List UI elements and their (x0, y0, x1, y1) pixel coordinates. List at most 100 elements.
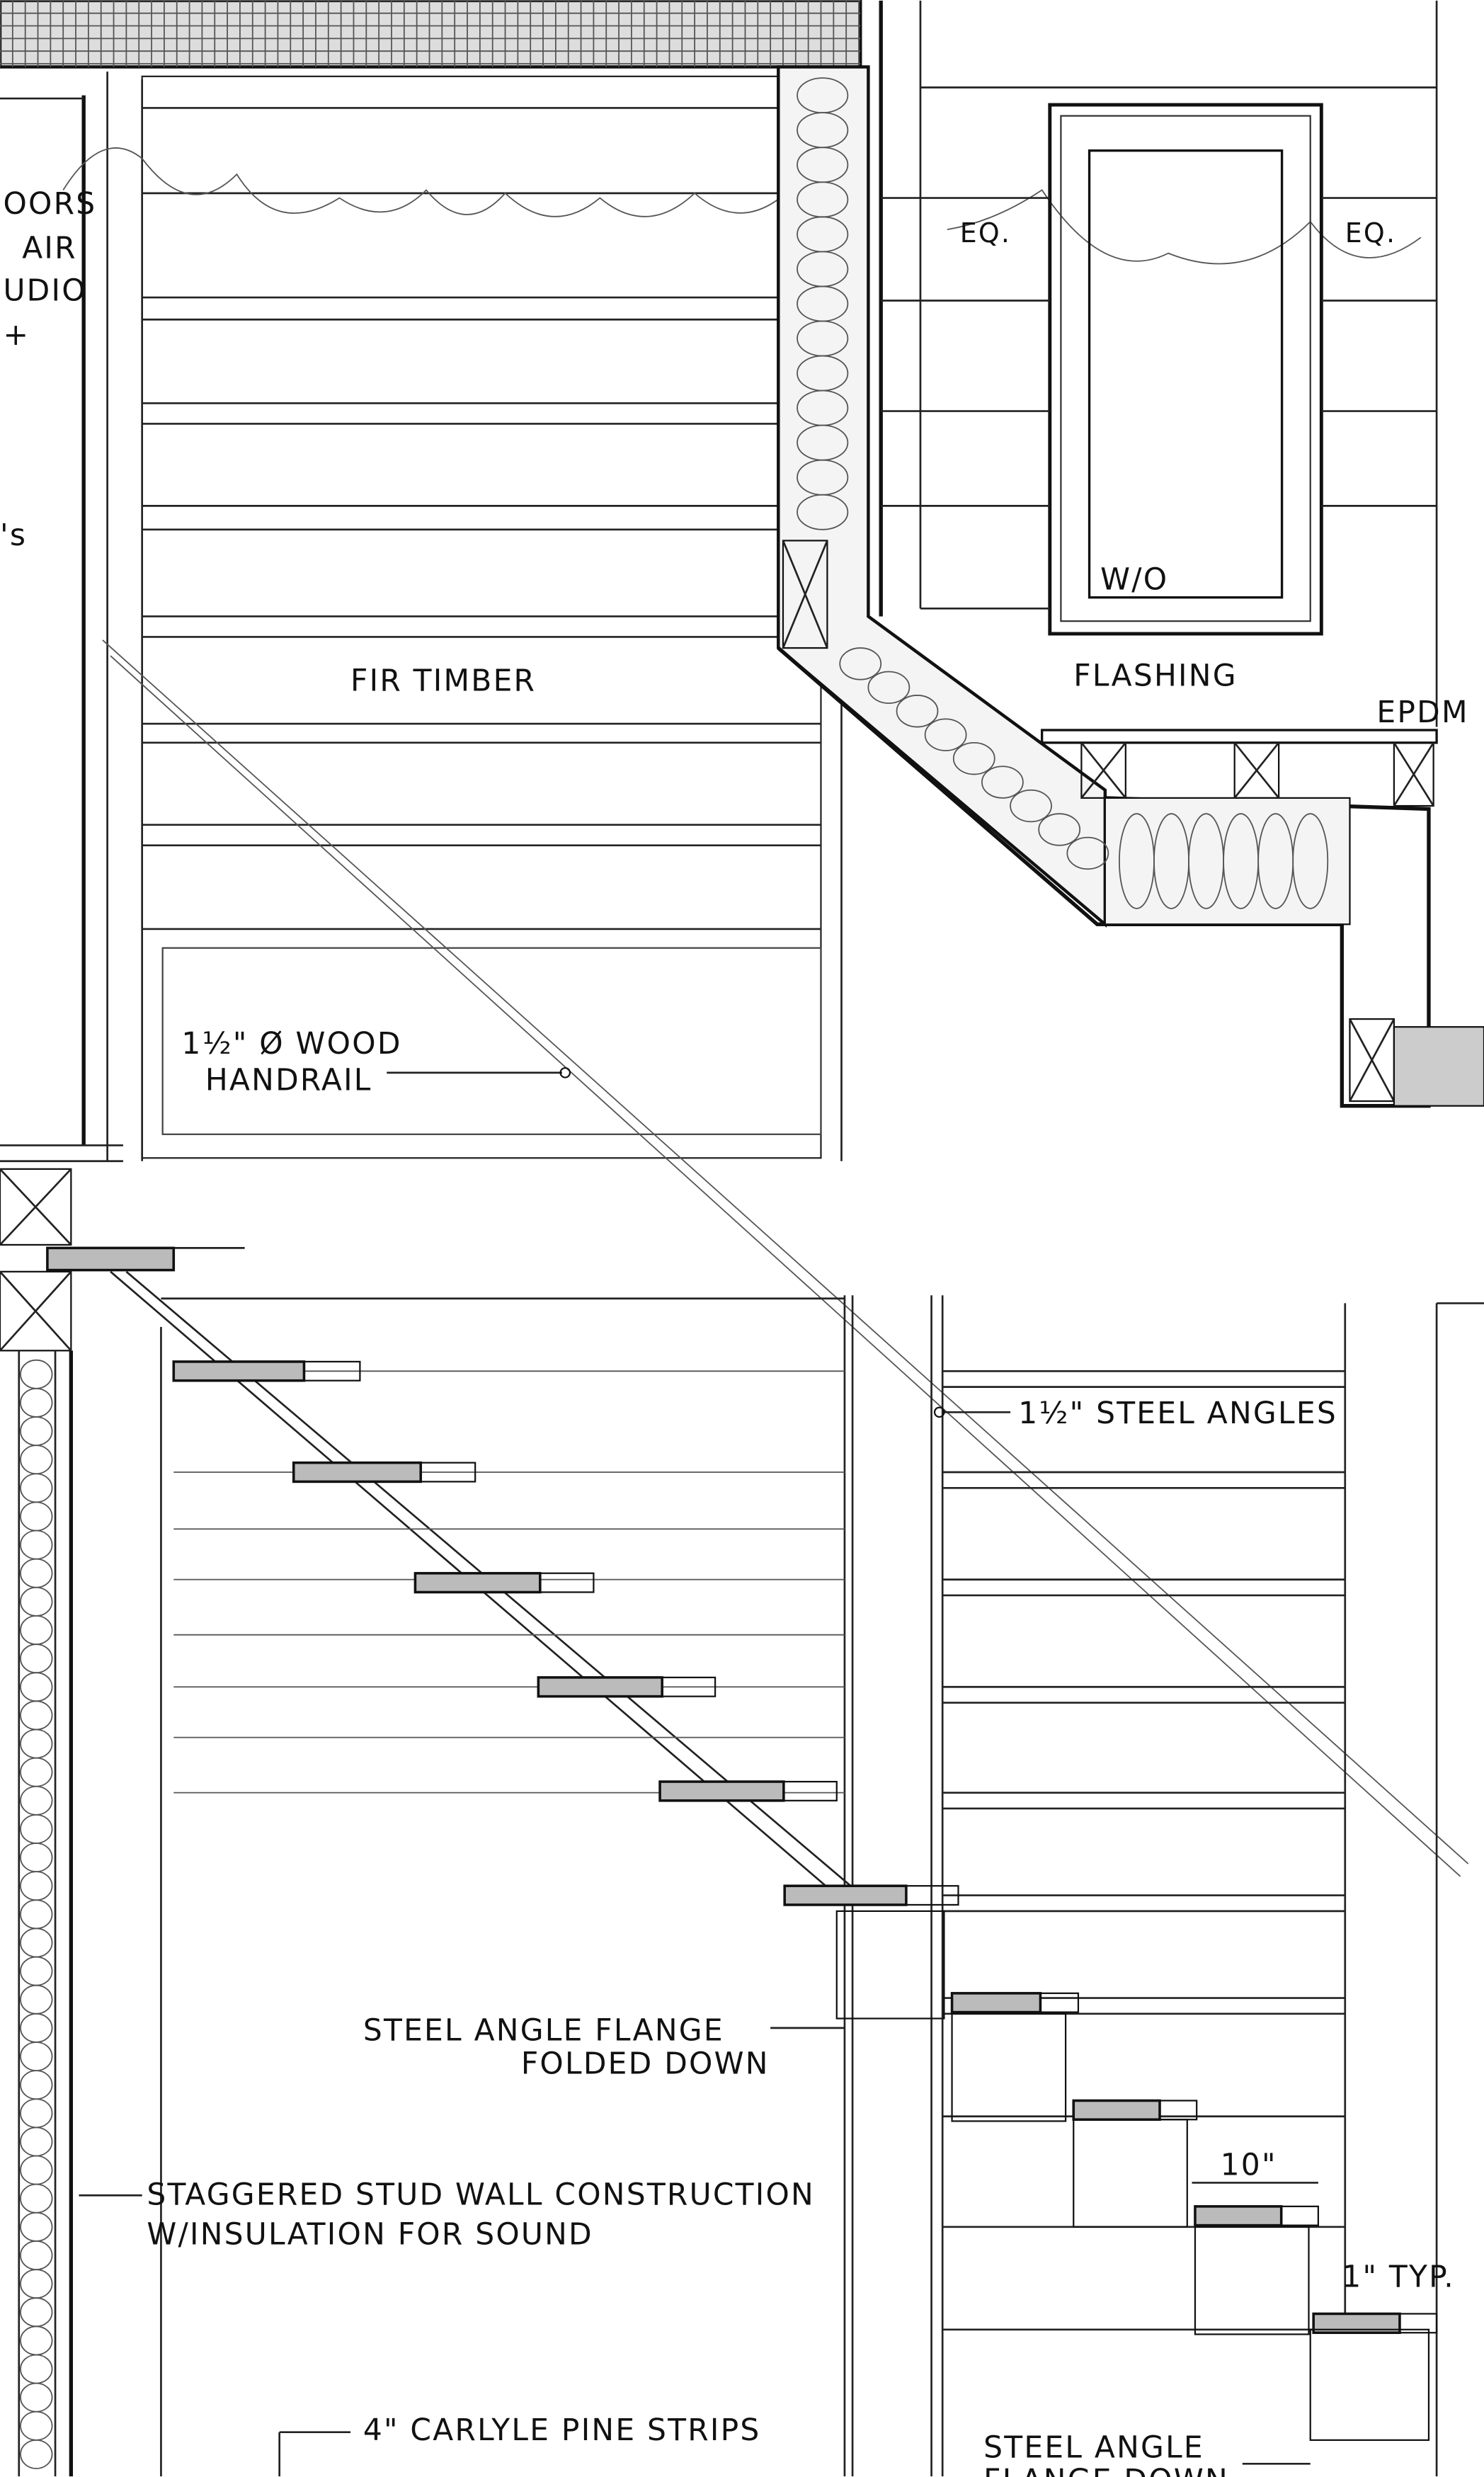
stair-section (46, 1246, 1484, 2477)
insulation-loop (896, 695, 939, 728)
steel-angle (539, 1572, 595, 1593)
stair-tread (950, 1992, 1042, 2014)
handrail (102, 639, 1469, 1877)
insulation-loop (20, 2269, 53, 2299)
insulation-loop (20, 1359, 53, 1389)
left-note-line-2: AIR (22, 230, 77, 265)
insulation-loop (20, 2042, 53, 2071)
fir-timber-panel (141, 75, 843, 1161)
insulation-loop (797, 494, 849, 530)
stair-tread (658, 1780, 785, 1802)
steel-angle (1398, 2313, 1438, 2334)
insulation-scallop-line (62, 147, 1422, 265)
insulation-loop (20, 1813, 53, 1844)
steel-angle (420, 1462, 476, 1483)
insulation-loop (1010, 789, 1052, 823)
stair-tread (783, 1884, 908, 1906)
insulation-loop (20, 1956, 53, 1986)
insulation-loop (20, 1757, 53, 1787)
insulation-loop (20, 1700, 53, 1731)
insulation-loop (20, 1558, 53, 1588)
insulation-loop (20, 2211, 53, 2242)
insulation-loop (1292, 813, 1329, 909)
insulation-loop (20, 1927, 53, 1958)
insulated-wall (20, 65, 1484, 2469)
insulation-loop (20, 2297, 53, 2328)
insulation-loop (20, 1387, 53, 1418)
stair-tread (292, 1461, 423, 1484)
flange-folded-label-line-1: STEEL ANGLE FLANGE (363, 2013, 724, 2048)
insulation-loop (20, 2098, 53, 2129)
stud-wall-label-line-2: W/INSULATION FOR SOUND (147, 2216, 593, 2251)
insulation-loop (20, 2325, 53, 2356)
eq-right-label: EQ. (1345, 217, 1397, 249)
insulation-loop (20, 2183, 53, 2214)
stair-tread (537, 1676, 663, 1698)
flange-down-label-line-2: FLANGE DOWN (983, 2463, 1229, 2477)
flashing-label: FLASHING (1073, 659, 1238, 693)
left-note-line-1: OORS (3, 186, 96, 221)
left-wall (0, 72, 162, 2477)
stair-tread (1194, 2205, 1283, 2227)
pine-strips-label: 4" CARLYLE PINE STRIPS (363, 2413, 761, 2447)
insulation-loop (20, 1530, 53, 1560)
stud-wall-label-line-1: STAGGERED STUD WALL CONSTRUCTION (147, 2177, 815, 2212)
left-note-line-3: UDIO (3, 273, 86, 308)
insulation-loop (20, 1871, 53, 1901)
insulation-loop (952, 741, 995, 775)
stair-tread (1072, 2099, 1161, 2122)
eq-left-label: EQ. (960, 217, 1011, 249)
flange-folded-label-line-2: FOLDED DOWN (521, 2046, 770, 2081)
typical-dimension: 1" TYP. (1342, 2260, 1455, 2294)
steel-angle (303, 1360, 361, 1382)
steel-angle (905, 1885, 959, 1906)
handrail-label-line-2: HANDRAIL (205, 1062, 372, 1097)
insulation-loop (20, 1615, 53, 1645)
insulation-loop (20, 1445, 53, 1475)
fir-timber-label: FIR TIMBER (350, 663, 536, 697)
insulation-loop (20, 1416, 53, 1446)
tread-depth-dimension: 10" (1221, 2147, 1277, 2182)
window-tag: W/O (1100, 562, 1168, 597)
insulation-loop (20, 2155, 53, 2185)
insulation-loop (1066, 836, 1109, 870)
insulation-loop (20, 2382, 53, 2413)
steel-angle (1039, 1992, 1080, 2013)
steel-angles-label: 1½" STEEL ANGLES (1018, 1396, 1337, 1430)
insulation-loop (20, 1843, 53, 1873)
steel-angle (661, 1676, 717, 1697)
steel-angle (1280, 2205, 1319, 2226)
insulation-loop (20, 1785, 53, 1816)
epdm-label: EPDM (1376, 695, 1468, 729)
insulation-loop (20, 1729, 53, 1759)
insulation-loop (20, 2354, 53, 2384)
insulation-loop (839, 647, 882, 681)
insulation-loop (981, 765, 1024, 799)
left-note-line-4: + (3, 317, 30, 352)
insulation-loop (1038, 813, 1081, 846)
window-opening (879, 0, 1438, 727)
stair-tread (172, 1360, 306, 1382)
left-note-line-5: 's (0, 518, 27, 552)
stair-tread (413, 1571, 542, 1594)
insulation-loop (20, 2070, 53, 2100)
insulation-loop (924, 718, 967, 751)
insulation-loop (20, 2439, 53, 2469)
insulation-loop (20, 1644, 53, 1674)
insulation-loop (20, 1984, 53, 2015)
handrail-label-line-1: 1½" Ø WOOD (181, 1026, 401, 1061)
flange-down-label-line-1: STEEL ANGLE (983, 2430, 1204, 2464)
top-hatched-beam (0, 0, 862, 69)
insulation-loop (867, 671, 911, 704)
insulation-loop (20, 2126, 53, 2157)
insulation-loop (20, 1473, 53, 1503)
insulation-loop (20, 1672, 53, 1702)
insulation-loop (20, 2240, 53, 2270)
steel-angle (782, 1780, 838, 1801)
insulation-loop (20, 2410, 53, 2441)
insulation-loop (20, 1899, 53, 1930)
insulation-loop (20, 1586, 53, 1617)
insulation-loop (20, 2012, 53, 2043)
insulation-loop (20, 1501, 53, 1532)
